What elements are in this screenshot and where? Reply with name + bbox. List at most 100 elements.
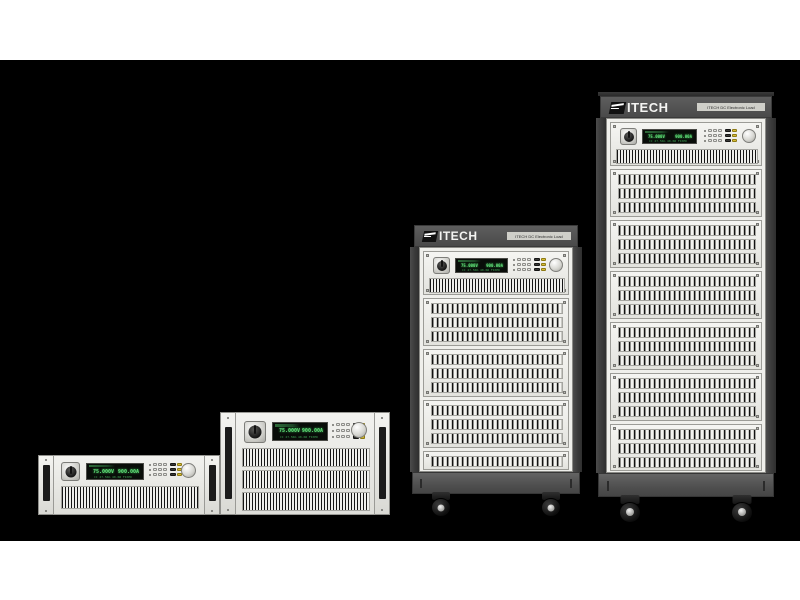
load-module[interactable] <box>610 373 762 421</box>
ventilation-grille <box>431 419 563 430</box>
power-switch[interactable] <box>433 257 450 274</box>
instrument-module[interactable]: 75.000V 900.00A CC 27.50m 40.0W FIXED <box>610 122 762 166</box>
cabinet-plinth <box>598 473 774 497</box>
load-module[interactable] <box>610 169 762 217</box>
ventilation-grille <box>618 174 756 185</box>
itech-logo-text: ITECH <box>439 229 478 243</box>
itech-swoosh-icon <box>608 101 627 114</box>
ventilation-grille <box>618 457 756 468</box>
cabinet-rail-right <box>766 118 776 473</box>
current-readout: 900.00A <box>117 469 139 475</box>
itech-logo: ITECH <box>421 229 478 243</box>
ventilation-grille <box>61 486 199 509</box>
cabinet-body: 75.000V 900.00A CC 27.50m 40.0W FIXED <box>606 118 766 473</box>
ear-slot <box>379 427 386 499</box>
status-readout: CC 27.50m 40.0W FIXED <box>649 139 687 143</box>
rotary-encoder-knob[interactable] <box>181 463 196 478</box>
caster-wheel <box>428 492 454 518</box>
ventilation-grille <box>242 470 370 489</box>
ventilation-grille <box>431 303 563 314</box>
load-module[interactable] <box>610 424 762 471</box>
ventilation-grille <box>242 492 370 511</box>
status-readout: CC 27.50m 40.0W FIXED <box>462 268 500 272</box>
keypad-cluster[interactable] <box>149 462 191 482</box>
ventilation-grille <box>431 317 563 328</box>
cabinet-rail-right <box>573 247 582 472</box>
product-rack-cabinet-medium[interactable]: ITECH DC Electronic Load ITECH ITECH DC … <box>410 225 582 517</box>
power-switch[interactable] <box>244 421 266 443</box>
vfd-display: 75.000V 900.00A CC 27.50m 40.0W FIXED <box>642 129 697 144</box>
ventilation-grille <box>618 188 756 199</box>
current-readout: 900.00A <box>486 263 503 268</box>
cabinet-rail-left <box>596 118 606 473</box>
vfd-display: 75.000V 900.00A CC 27.50m 40.0W FIXED <box>455 258 508 273</box>
vfd-display: 75.000V 900.00A CC 27.50m 40.0W FIXED <box>86 463 144 480</box>
rotary-encoder-knob[interactable] <box>549 258 563 272</box>
rack-ear-left <box>38 455 54 515</box>
voltage-readout: 75.000V <box>279 428 301 434</box>
ventilation-grille <box>618 276 756 287</box>
load-module[interactable] <box>610 271 762 319</box>
ventilation-grille <box>618 341 756 352</box>
cabinet-header: ITECH ITECH DC Electronic Load <box>414 225 578 247</box>
keypad-cluster[interactable] <box>704 129 744 146</box>
ventilation-grille <box>618 202 756 213</box>
load-module[interactable] <box>610 322 762 370</box>
caster-wheel <box>616 495 644 523</box>
ear-slot <box>225 427 232 499</box>
cabinet-body: 75.000V 900.00A CC 27.50m 40.0W FIXED <box>419 247 573 472</box>
keypad-cluster[interactable] <box>513 258 553 275</box>
ventilation-grille <box>618 253 756 264</box>
ear-slot <box>43 465 50 501</box>
ventilation-grille <box>618 304 756 315</box>
power-switch[interactable] <box>620 128 637 145</box>
product-rack-cabinet-tall[interactable]: ITECH DC Electronic Load ITECH ITECH DC … <box>596 92 776 523</box>
ventilation-grille <box>431 405 563 416</box>
itech-swoosh-icon <box>421 230 439 242</box>
ventilation-grille <box>618 355 756 366</box>
ventilation-grille <box>618 443 756 454</box>
power-switch[interactable] <box>61 462 80 481</box>
product-benchtop-load-medium[interactable]: ITECH DC Electronic Load 75.000V 900.00A… <box>220 412 390 515</box>
cabinet-tagline: ITECH DC Electronic Load <box>507 232 571 240</box>
ventilation-grille <box>429 278 565 293</box>
ventilation-grille <box>618 429 756 440</box>
rack-ear-left <box>220 412 236 515</box>
load-module[interactable] <box>423 349 569 397</box>
cabinet-top-cap <box>598 92 774 96</box>
ventilation-grille <box>431 433 563 444</box>
front-panel: 75.000V 900.00A CC 27.50m 40.0W FIXED <box>53 455 205 515</box>
itech-logo-text: ITECH <box>627 100 669 115</box>
instrument-module[interactable]: 75.000V 900.00A CC 27.50m 40.0W FIXED <box>423 251 569 295</box>
vfd-display: 75.000V 900.00A CC 27.50m 40.0W FIXED <box>272 422 328 441</box>
ventilation-grille <box>431 331 563 342</box>
load-module[interactable] <box>610 220 762 268</box>
cabinet-plinth <box>412 472 580 494</box>
rotary-encoder-knob[interactable] <box>742 129 756 143</box>
load-module[interactable] <box>423 451 569 470</box>
caster-wheel <box>538 492 564 518</box>
cabinet-header: ITECH ITECH DC Electronic Load <box>600 96 772 118</box>
product-benchtop-load-small[interactable]: ITECH DC Electronic Load 75.000V 900.00A… <box>38 455 220 515</box>
rack-ear-right <box>204 455 220 515</box>
cabinet-tagline: ITECH DC Electronic Load <box>697 103 765 111</box>
itech-logo: ITECH <box>608 100 669 115</box>
ventilation-grille <box>618 392 756 403</box>
status-readout: CC 27.50m 40.0W FIXED <box>280 435 318 439</box>
ventilation-grille <box>431 456 563 467</box>
voltage-readout: 75.000V <box>461 263 478 268</box>
current-readout: 900.00A <box>301 428 323 434</box>
ear-slot <box>209 465 216 501</box>
current-readout: 900.00A <box>675 134 692 139</box>
ventilation-grille <box>242 448 370 467</box>
ventilation-grille <box>618 378 756 389</box>
ventilation-grille <box>431 368 563 379</box>
load-module[interactable] <box>423 298 569 346</box>
load-module[interactable] <box>423 400 569 448</box>
ventilation-grille <box>618 327 756 338</box>
rack-ear-right <box>374 412 390 515</box>
ventilation-grille <box>618 225 756 236</box>
ventilation-grille <box>618 290 756 301</box>
rotary-encoder-knob[interactable] <box>351 422 367 438</box>
